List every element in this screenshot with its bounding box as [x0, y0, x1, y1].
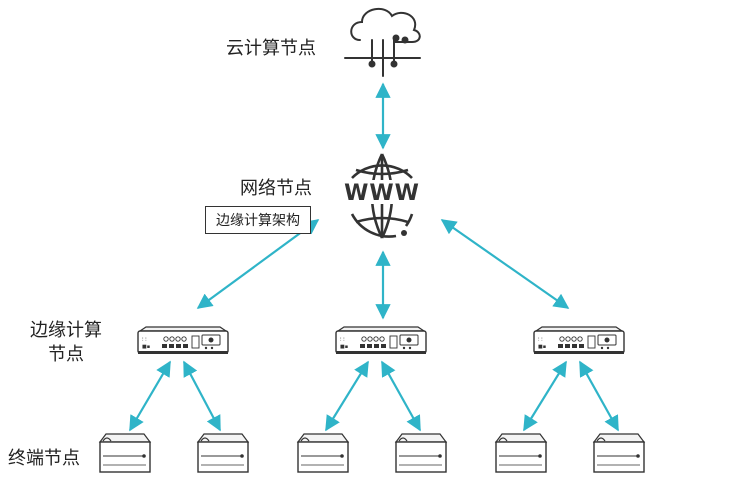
terminal-node-label: 终端节点 [8, 448, 80, 469]
connection-arrows [129, 82, 619, 432]
network-node-label: 网络节点 [240, 178, 312, 199]
cloud-node-label: 云计算节点 [226, 38, 316, 59]
edge-node-label-line1: 边缘计算 [30, 320, 102, 341]
terminal-node-icon-4 [395, 433, 447, 473]
globe-www-text: WWW [344, 181, 420, 206]
diagram-title-box: 边缘计算架构 [205, 206, 311, 234]
edge-node-icon-3 [533, 326, 625, 355]
terminal-node-icon-1 [99, 433, 151, 473]
cloud-icon [344, 7, 421, 77]
terminal-node-icon-3 [297, 433, 349, 473]
edge-node-icon-1 [137, 326, 229, 355]
terminal-node-icon-2 [197, 433, 249, 473]
terminal-node-icon-5 [495, 433, 547, 473]
terminal-node-icon-6 [593, 433, 645, 473]
edge-node-label-line2: 节点 [48, 344, 84, 365]
edge-node-icon-2 [335, 326, 427, 355]
globe-www-icon: WWW [338, 153, 426, 239]
